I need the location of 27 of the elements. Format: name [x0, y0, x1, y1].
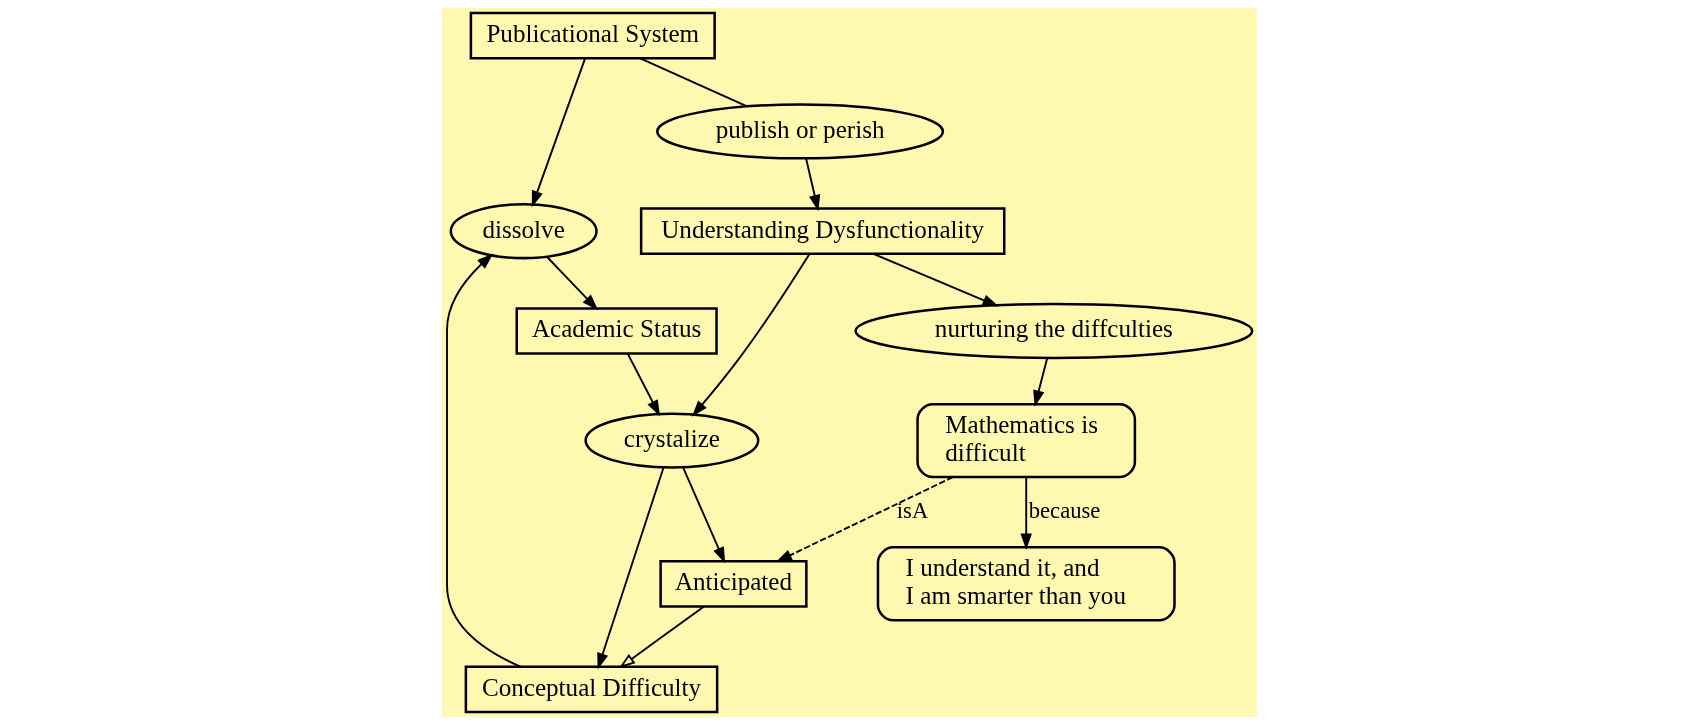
node-ellipse: crystalize: [583, 412, 759, 469]
arrow: [445, 253, 521, 668]
arrow: [1032, 357, 1048, 407]
node-ellipse: nurturing the diffculties: [853, 302, 1253, 360]
arrow: [626, 353, 660, 417]
node-box: Anticipated: [658, 559, 808, 608]
arrow: [618, 605, 705, 669]
arrow: [775, 476, 954, 563]
node-box: Publicational System: [469, 11, 716, 60]
arrow: [872, 253, 999, 307]
connector: [638, 57, 749, 108]
node-box: I understand it, and I am smarter than you: [876, 546, 1176, 622]
node-box: Mathematics is difficult: [915, 402, 1136, 479]
arrow: [531, 57, 586, 208]
arrow: [691, 253, 810, 417]
arrow: [596, 466, 665, 670]
arrow: [804, 157, 820, 212]
arrow: [545, 255, 598, 311]
arrow: [1020, 476, 1032, 550]
arrow: [681, 466, 725, 564]
node-box: Academic Status: [515, 307, 718, 355]
node-ellipse: dissolve: [449, 203, 598, 260]
node-box: Understanding Dysfunctionality: [639, 207, 1005, 256]
node-ellipse: publish or perish: [655, 103, 944, 160]
edge-label: isA: [896, 497, 928, 523]
edge-label: because: [1028, 497, 1100, 523]
node-box: Conceptual Difficulty: [464, 665, 718, 714]
